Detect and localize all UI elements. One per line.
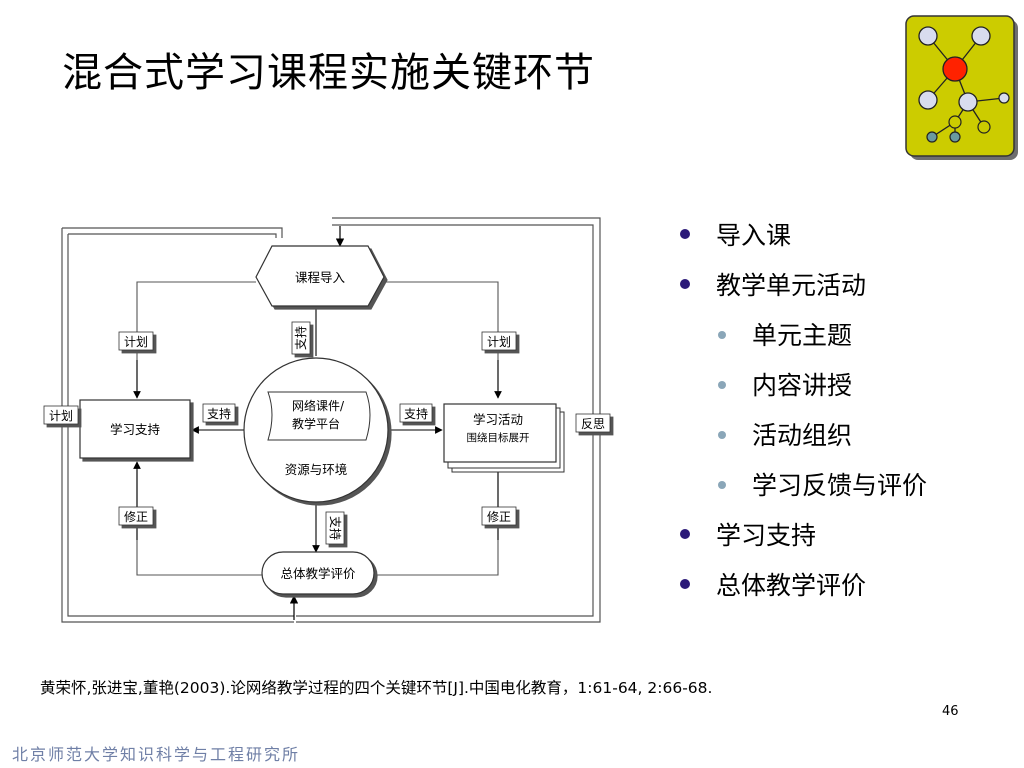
bullet-text: 活动组织 bbox=[752, 421, 853, 450]
right-node bbox=[443, 403, 565, 473]
plan-label-left: 计划 bbox=[124, 335, 148, 349]
support-label-bottom: 支持 bbox=[328, 516, 343, 540]
bullet-text: 单元主题 bbox=[752, 321, 853, 350]
bullet-item: 学习反馈与评价 bbox=[678, 466, 1018, 516]
right-node-title: 学习活动 bbox=[473, 412, 523, 427]
plan-label-outer: 计划 bbox=[49, 409, 73, 423]
bullet-text: 学习反馈与评价 bbox=[752, 471, 928, 500]
bullet-dot-icon bbox=[718, 431, 726, 439]
bullet-text: 内容讲授 bbox=[752, 371, 853, 400]
support-label-left: 支持 bbox=[207, 406, 231, 421]
bullet-item: 内容讲授 bbox=[678, 366, 1018, 416]
evaluation-node bbox=[261, 551, 375, 595]
plan-label-right: 计划 bbox=[487, 335, 511, 349]
bullet-dot-icon bbox=[680, 529, 690, 539]
bullet-item: 导入课 bbox=[678, 216, 1018, 266]
bullet-item: 总体教学评价 bbox=[678, 566, 1018, 616]
bullet-dot-icon bbox=[680, 579, 690, 589]
evaluation-node-label: 总体教学评价 bbox=[280, 566, 356, 581]
bullet-dot-icon bbox=[718, 381, 726, 389]
support-label-right: 支持 bbox=[404, 406, 428, 421]
center-caption: 资源与环境 bbox=[285, 462, 348, 477]
bullet-text: 总体教学评价 bbox=[716, 571, 867, 600]
revise-label-left: 修正 bbox=[124, 509, 148, 524]
center-top-label: 网络课件/ bbox=[292, 398, 345, 413]
left-node bbox=[79, 399, 191, 459]
right-node-sub: 围绕目标展开 bbox=[467, 431, 530, 444]
bullet-text: 教学单元活动 bbox=[716, 271, 867, 300]
citation: 黄荣怀,张进宝,董艳(2003).论网络教学过程的四个关键环节[J].中国电化教… bbox=[40, 679, 713, 697]
bullet-dot-icon bbox=[680, 279, 690, 289]
bullet-item: 单元主题 bbox=[678, 316, 1018, 366]
page-number: 46 bbox=[942, 704, 959, 719]
bullet-dot-icon bbox=[718, 331, 726, 339]
revise-label-right: 修正 bbox=[487, 509, 511, 524]
bullet-item: 教学单元活动 bbox=[678, 266, 1018, 316]
left-node-label: 学习支持 bbox=[110, 422, 160, 437]
bullet-text: 导入课 bbox=[716, 221, 792, 250]
support-label-top: 支持 bbox=[293, 326, 308, 350]
reflect-label: 反思 bbox=[581, 417, 605, 431]
bullet-item: 学习支持 bbox=[678, 516, 1018, 566]
bullet-item: 活动组织 bbox=[678, 416, 1018, 466]
footer-institution: 北京师范大学知识科学与工程研究所 bbox=[12, 745, 301, 764]
bullet-list: 导入课教学单元活动单元主题内容讲授活动组织学习反馈与评价学习支持总体教学评价 bbox=[678, 216, 1018, 616]
network-graph-icon bbox=[905, 15, 1018, 160]
intro-node bbox=[255, 245, 385, 307]
bullet-dot-icon bbox=[680, 229, 690, 239]
bullet-dot-icon bbox=[718, 481, 726, 489]
bullet-text: 学习支持 bbox=[716, 521, 817, 550]
intro-node-label: 课程导入 bbox=[295, 270, 346, 285]
page-title: 混合式学习课程实施关键环节 bbox=[62, 50, 595, 96]
center-bottom-label: 教学平台 bbox=[292, 416, 340, 431]
